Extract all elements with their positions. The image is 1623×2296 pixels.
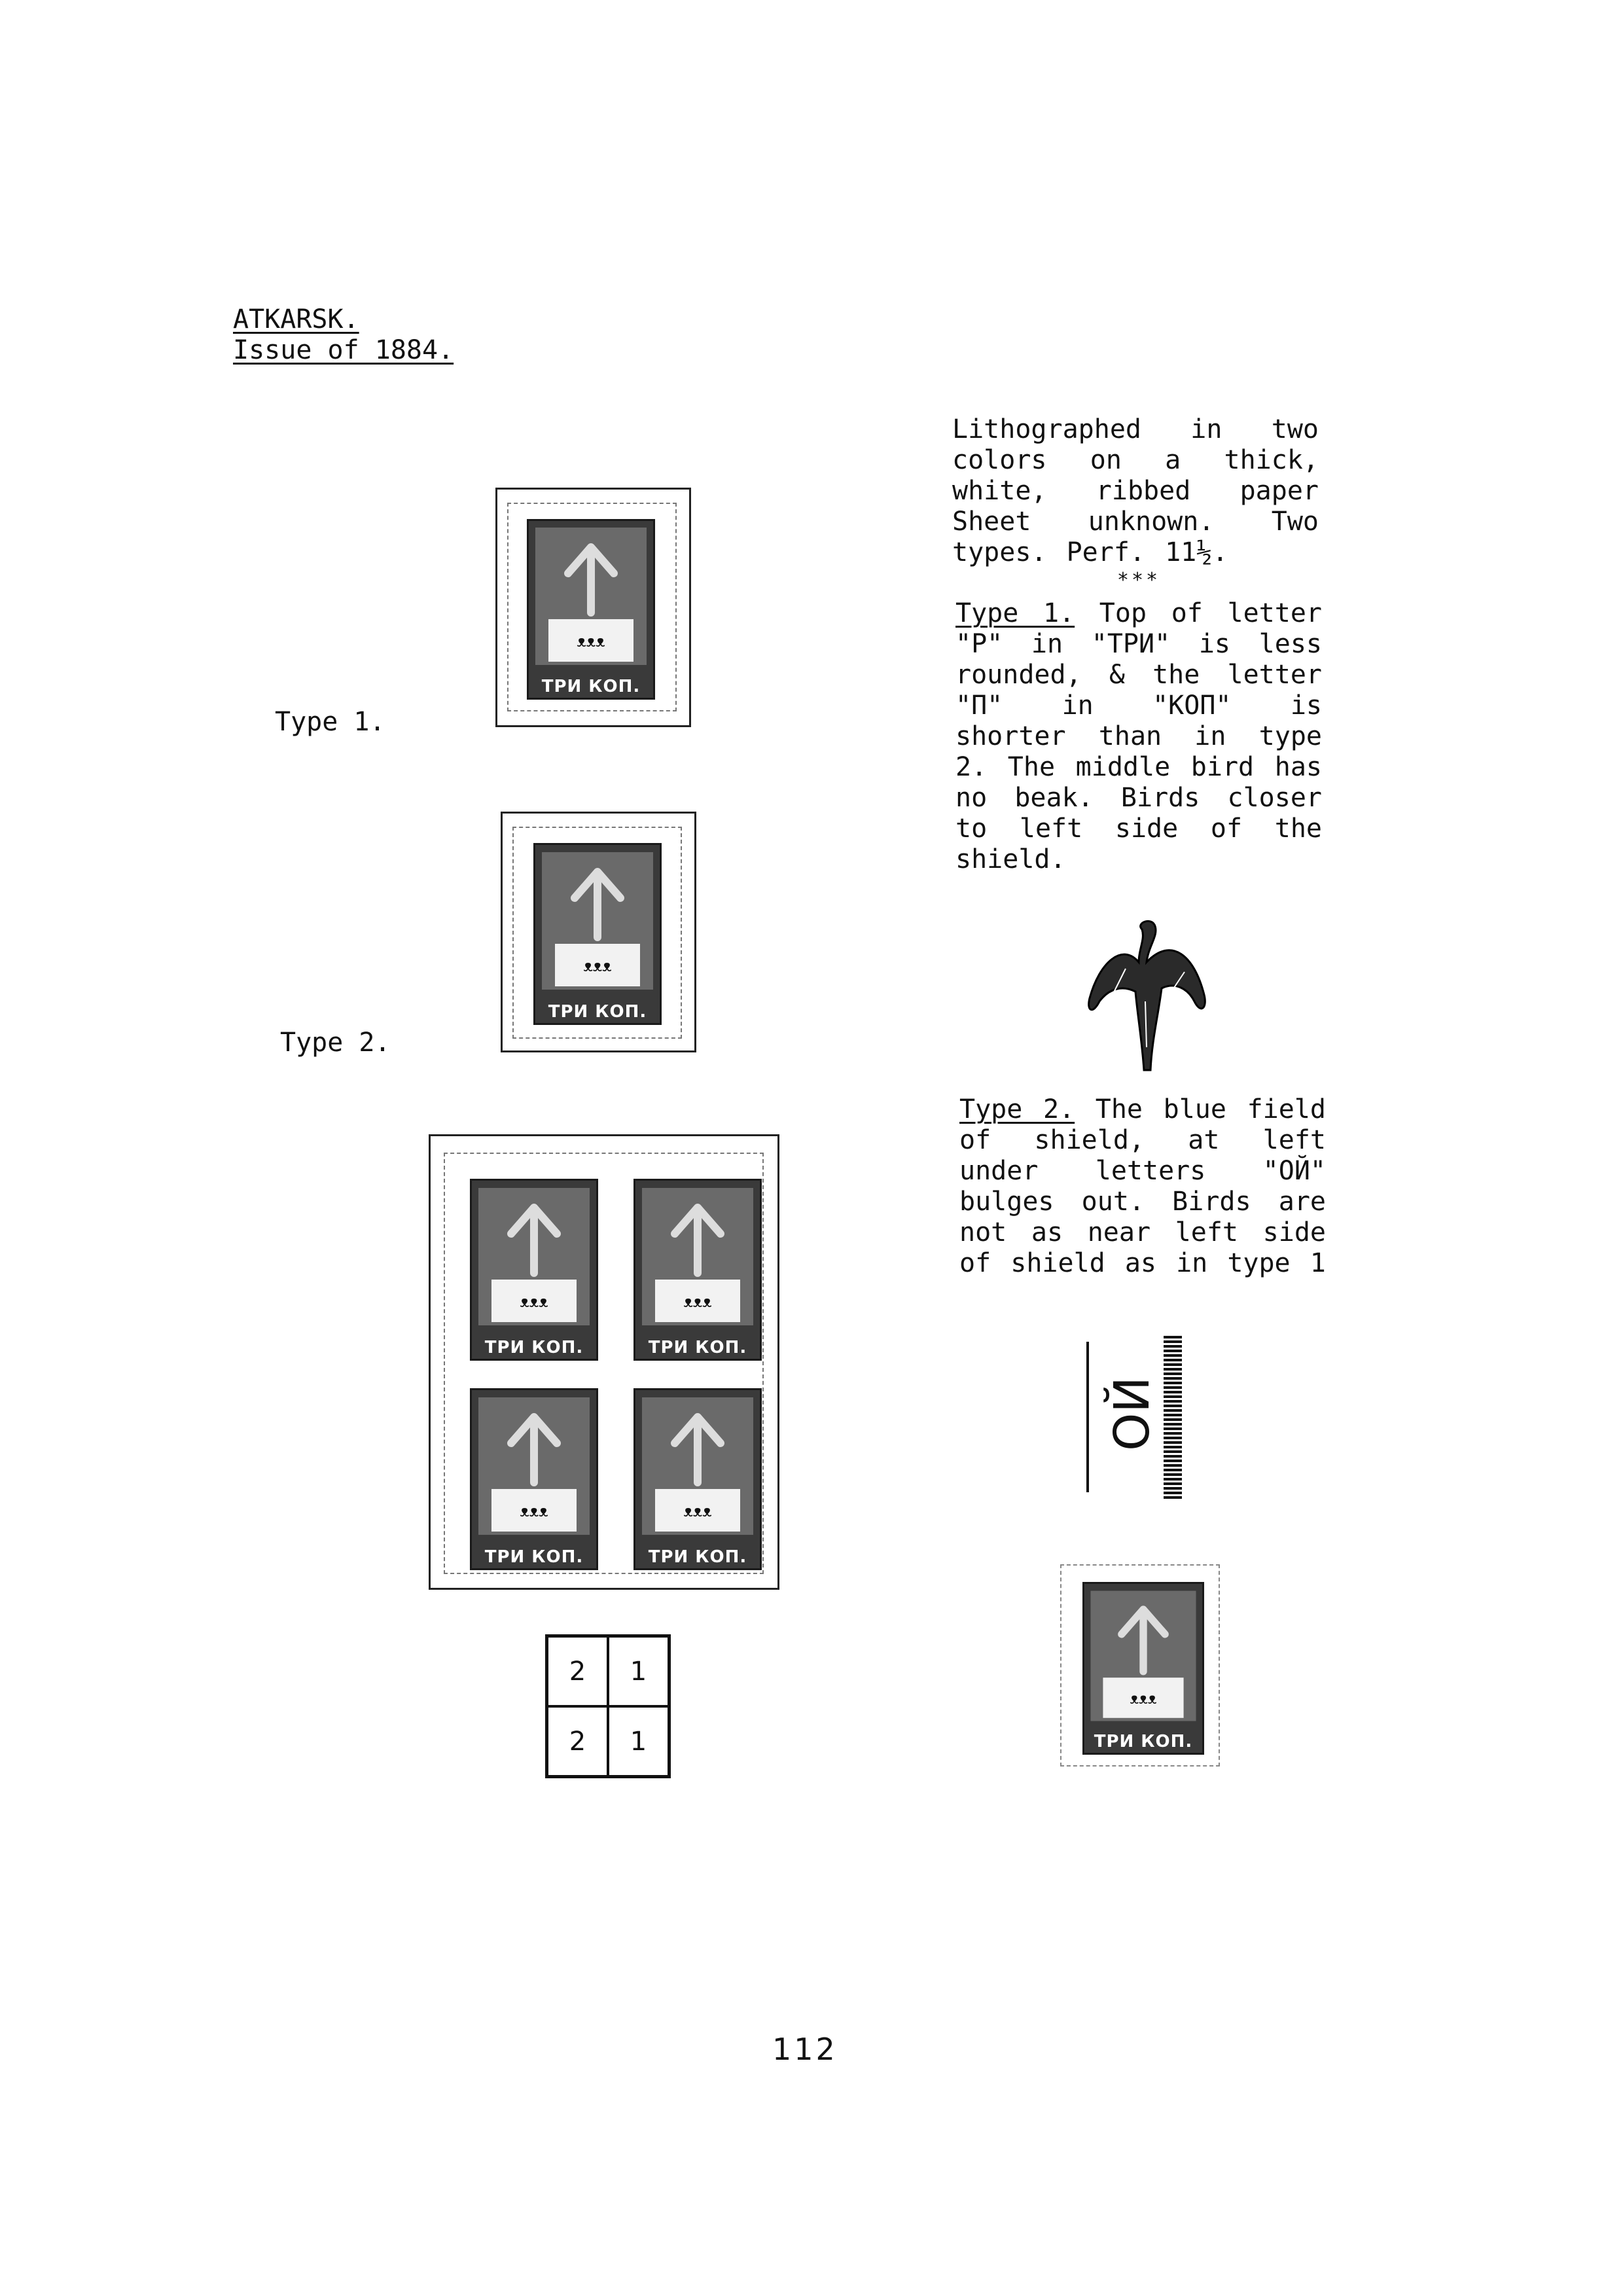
grid-cell: 2 — [547, 1636, 608, 1706]
svg-text:ᴥᴥᴥ: ᴥᴥᴥ — [577, 632, 605, 651]
perforation-outline — [512, 827, 682, 1039]
type-layout-grid: 2 1 2 1 — [545, 1634, 671, 1778]
grid-cell: 1 — [608, 1706, 669, 1776]
stamp-denomination: ТРИ КОП. — [648, 1547, 747, 1567]
svg-text:ᴥᴥᴥ: ᴥᴥᴥ — [520, 1293, 548, 1311]
shield-emblem-icon: ᴥᴥᴥ — [642, 1188, 753, 1325]
page-heading: ATKARSK. Issue of 1884. — [233, 304, 454, 366]
type1-caption: Type 1. — [275, 707, 385, 737]
type2-stamp: ᴥᴥᴥ ТРИ КОП. — [533, 843, 662, 1025]
shield-emblem-icon: ᴥᴥᴥ — [478, 1188, 590, 1325]
shield-emblem-icon: ᴥᴥᴥ — [642, 1397, 753, 1535]
type1-stamp-frame: ᴥᴥᴥ ТРИ КОП. — [495, 488, 691, 727]
block-stamp-bottom-left: ᴥᴥᴥ ТРИ КОП. — [470, 1388, 598, 1570]
separator-stars: *** — [1116, 569, 1161, 592]
grid-cell: 2 — [547, 1706, 608, 1776]
page-subtitle: Issue of 1884. — [233, 335, 454, 365]
type2-stamp-frame: ᴥᴥᴥ ТРИ КОП. — [501, 812, 696, 1052]
stamp-denomination: ТРИ КОП. — [1094, 1732, 1193, 1751]
detail-rule — [1086, 1342, 1089, 1492]
type2-desc-label: Type 2. — [959, 1094, 1075, 1124]
perforation-outline — [507, 503, 677, 711]
svg-text:ᴥᴥᴥ: ᴥᴥᴥ — [583, 957, 612, 975]
stamp-denomination: ТРИ КОП. — [541, 677, 641, 696]
stamp-denomination: ТРИ КОП. — [548, 1002, 647, 1022]
single-stamp: ᴥᴥᴥ ТРИ КОП. — [1082, 1582, 1204, 1755]
bird-icon — [1088, 920, 1206, 1071]
type1-desc-label: Type 1. — [955, 598, 1075, 628]
page-title: ATKARSK. — [233, 304, 359, 334]
svg-text:ᴥᴥᴥ: ᴥᴥᴥ — [683, 1293, 712, 1311]
svg-text:ᴥᴥᴥ: ᴥᴥᴥ — [520, 1502, 548, 1520]
stamp-denomination: ТРИ КОП. — [484, 1338, 584, 1357]
grid-cell: 1 — [608, 1636, 669, 1706]
shield-emblem-icon: ᴥᴥᴥ — [535, 528, 647, 665]
block-stamp-bottom-right: ᴥᴥᴥ ТРИ КОП. — [633, 1388, 762, 1570]
type1-description: Type 1. Top of letter "P" in "ТРИ" is le… — [955, 598, 1322, 875]
bird-illustration — [1073, 916, 1217, 1073]
block-of-four-frame: ᴥᴥᴥ ТРИ КОП. ᴥᴥᴥ ТРИ КОП. ᴥᴥᴥ ТРИ КОП. ᴥ… — [429, 1134, 779, 1590]
type1-desc-text: Top of letter "P" in "ТРИ" is less round… — [955, 598, 1322, 874]
svg-text:ᴥᴥᴥ: ᴥᴥᴥ — [683, 1502, 712, 1520]
type2-description: Type 2. The blue field of shield, at lef… — [959, 1094, 1326, 1279]
single-stamp-frame: ᴥᴥᴥ ТРИ КОП. — [1060, 1564, 1220, 1767]
stamp-denomination: ТРИ КОП. — [484, 1547, 584, 1567]
stamp-denomination: ТРИ КОП. — [648, 1338, 747, 1357]
oi-detail: ОЙ — [1080, 1335, 1191, 1499]
detail-perforation — [1164, 1335, 1182, 1499]
shield-emblem-icon: ᴥᴥᴥ — [1090, 1590, 1196, 1721]
type2-caption: Type 2. — [280, 1028, 391, 1058]
block-stamp-top-left: ᴥᴥᴥ ТРИ КОП. — [470, 1179, 598, 1361]
type1-stamp: ᴥᴥᴥ ТРИ КОП. — [527, 519, 655, 700]
svg-text:ᴥᴥᴥ: ᴥᴥᴥ — [1130, 1691, 1157, 1708]
detail-letters: ОЙ — [1104, 1376, 1160, 1451]
page-number: 112 — [772, 2032, 838, 2067]
block-stamp-top-right: ᴥᴥᴥ ТРИ КОП. — [633, 1179, 762, 1361]
shield-emblem-icon: ᴥᴥᴥ — [478, 1397, 590, 1535]
intro-paragraph: Lithographed in two colors on a thick, w… — [952, 414, 1319, 567]
type2-desc-text: The blue field of shield, at left under … — [959, 1094, 1326, 1278]
perforation-outline — [444, 1153, 764, 1574]
shield-emblem-icon: ᴥᴥᴥ — [542, 852, 653, 990]
